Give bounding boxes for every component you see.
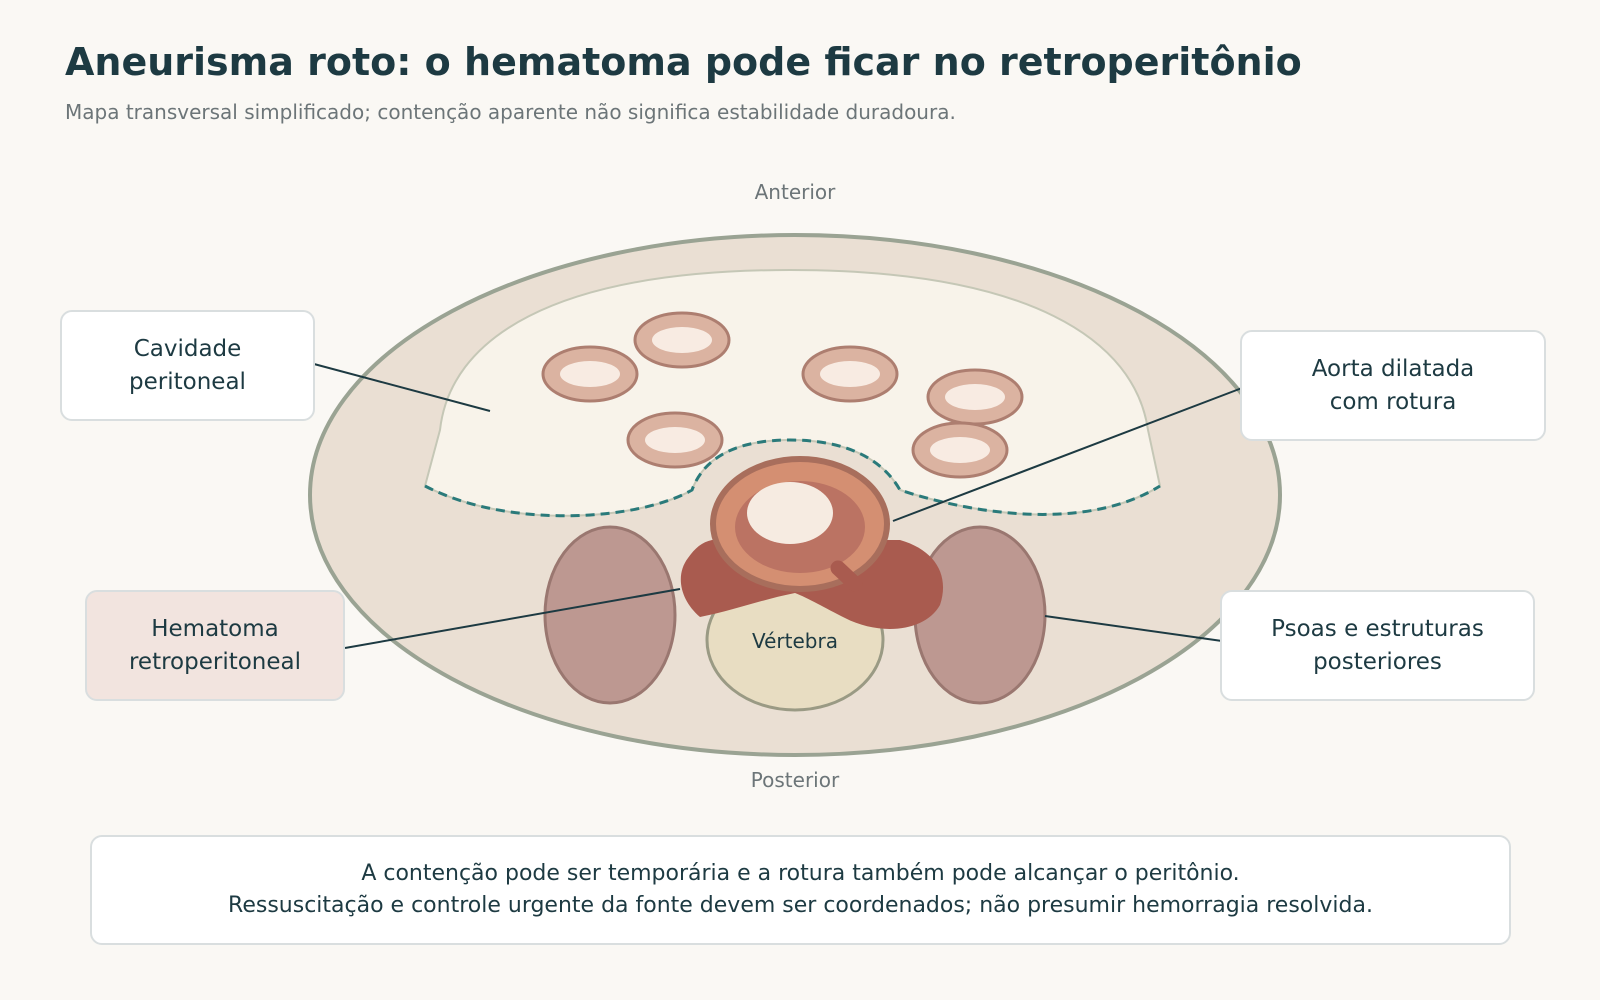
posterior-label: Posterior: [750, 768, 840, 792]
leader-line-psoas: [1044, 615, 1223, 642]
clinical-note-line-2: Ressuscitação e controle urgente da font…: [228, 893, 1373, 918]
callout-psoas-text: Psoas e estruturas posteriores: [1271, 615, 1484, 675]
vertebra-label: Vértebra: [752, 629, 838, 653]
anterior-label: Anterior: [754, 180, 836, 204]
page-subtitle: Mapa transversal simplificado; contenção…: [65, 100, 956, 124]
psoas-left: [543, 525, 677, 705]
aorta-lumen: [747, 482, 833, 544]
callout-dilated-aorta-text: Aorta dilatada com rotura: [1311, 355, 1475, 415]
leader-line-aorta: [892, 387, 1243, 522]
callout-hematoma: Hematoma retroperitoneal: [85, 590, 345, 701]
rupture-tract: [830, 560, 863, 592]
clinical-note-line-1: A contenção pode ser temporária e a rotu…: [361, 861, 1240, 886]
leader-line-hematoma: [344, 588, 681, 649]
callout-psoas: Psoas e estruturas posteriores: [1220, 590, 1535, 701]
psoas-right: [913, 525, 1047, 705]
callout-hematoma-text: Hematoma retroperitoneal: [128, 615, 302, 675]
clinical-note-box: A contenção pode ser temporária e a rotu…: [90, 835, 1511, 945]
callout-peritoneal-cavity-text: Cavidade peritoneal: [129, 335, 246, 395]
callout-peritoneal-cavity: Cavidade peritoneal: [60, 310, 315, 421]
callout-dilated-aorta: Aorta dilatada com rotura: [1240, 330, 1546, 441]
bowel-loops: [541, 311, 1024, 479]
leader-line-peritoneal: [313, 363, 491, 412]
peritoneum-boundary: [424, 438, 1161, 518]
page-title: Aneurisma roto: o hematoma pode ficar no…: [65, 40, 1302, 84]
